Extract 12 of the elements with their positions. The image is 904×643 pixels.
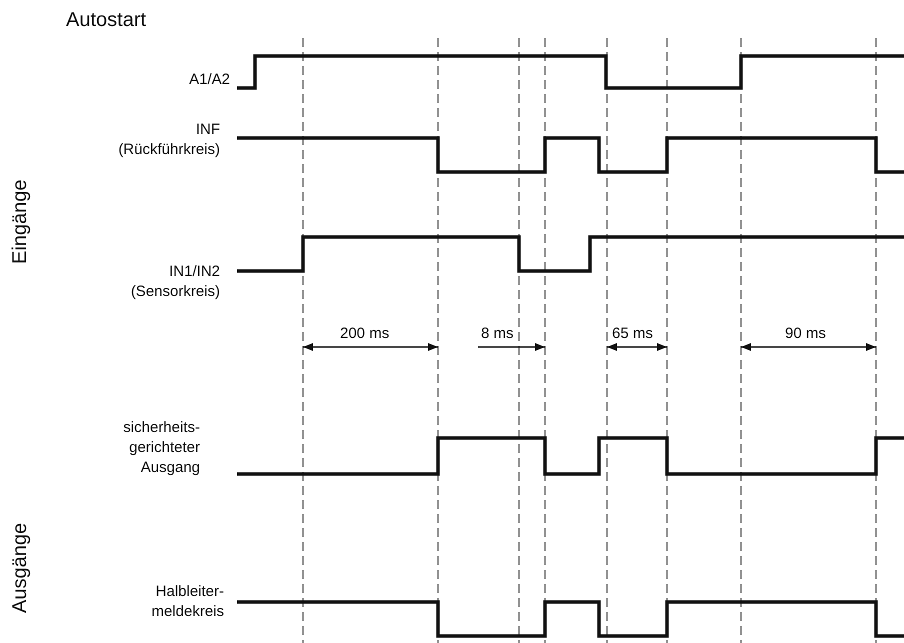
- dimension-label: 90 ms: [785, 324, 827, 344]
- dimension-label: 200 ms: [340, 324, 390, 344]
- group-label: Ausgänge: [10, 522, 30, 613]
- dimension-label: 65 ms: [612, 324, 654, 344]
- signal-label: IN1/IN2 (Sensorkreis): [130, 262, 220, 302]
- dimension-label: 8 ms: [481, 324, 515, 344]
- signal-label: Halbleiter-meldekreis: [150, 582, 224, 622]
- group-label: Eingänge: [10, 179, 30, 264]
- signal-label: sicherheits-gerichteter Ausgang: [122, 418, 200, 478]
- diagram-title: Autostart: [66, 8, 146, 32]
- signal-label: INF (Rückführkreis): [117, 120, 220, 160]
- signal-label: A1/A2: [188, 70, 230, 90]
